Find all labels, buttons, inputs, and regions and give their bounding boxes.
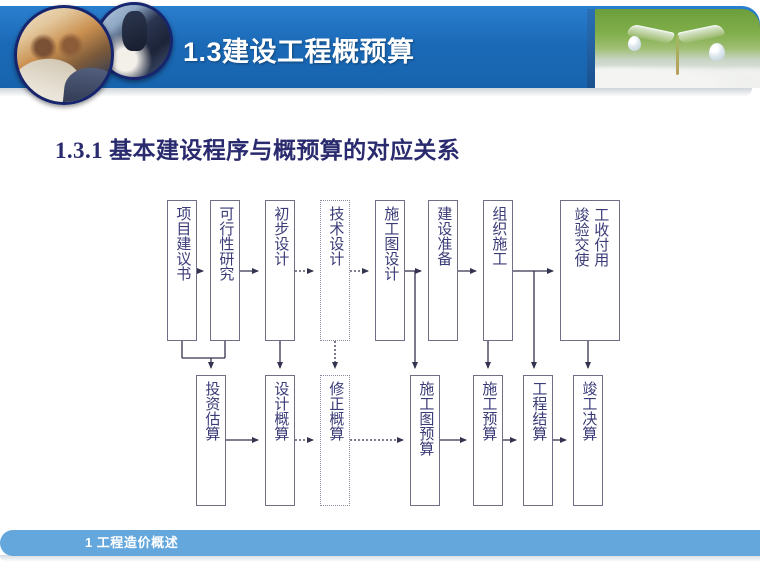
flow-node-technical-design[interactable]: 技术设计 [320,200,350,341]
flow-node-label: 建设准备 [435,206,452,266]
footer-bar [0,530,760,556]
seedling-photo [595,9,760,88]
flow-node-completion-final-account[interactable]: 竣工决算 [573,375,603,506]
flow-node-preliminary-design[interactable]: 初步设计 [265,200,295,341]
flow-node-label: 竣工决算 [580,381,597,441]
flow-node-feasibility-study[interactable]: 可行性研究 [210,200,240,341]
flow-node-label: 投资估算 [203,381,220,441]
flow-node-construction-preparation[interactable]: 建设准备 [428,200,458,341]
page-title: 1.3建设工程概预算 [183,37,415,67]
footer-chapter-number: 1 [85,535,93,550]
flow-node-label: 可行性研究 [217,206,234,281]
flow-node-label: 初步设计 [272,206,289,266]
flow-node-label: 组织施工 [490,206,507,266]
banner-divider-strip [587,9,595,88]
footer-label: 1 工程造价概述 [85,532,178,551]
header-shadow [0,88,752,97]
flow-node-project-proposal[interactable]: 项目建议书 [167,200,197,341]
process-flowchart: 项目建议书 可行性研究 初步设计 技术设计 施工图设计 建设准备 组织施工 竣验… [167,200,620,506]
flow-node-label: 施工图预算 [417,381,434,456]
dew-drop-icon [708,43,725,61]
flow-node-organize-construction[interactable]: 组织施工 [483,200,513,341]
flow-node-label-col2: 工收付用 [592,207,609,267]
flow-node-completion-acceptance-delivery-use[interactable]: 竣验交使 工收付用 [560,200,620,341]
flow-node-label: 项目建议书 [174,206,191,281]
stem-icon [675,34,679,76]
dew-drop-icon [628,36,641,52]
flow-node-revised-budget-estimate[interactable]: 修正概算 [320,375,350,506]
flow-node-investment-estimate[interactable]: 投资估算 [196,375,226,506]
flow-node-project-settlement[interactable]: 工程结算 [523,375,553,506]
flow-node-construction-budget[interactable]: 施工预算 [473,375,503,506]
business-people-photo [14,5,114,105]
flow-node-label-col1: 竣验交使 [572,207,589,267]
flow-node-label: 工程结算 [530,381,547,441]
flow-node-design-budget-estimate[interactable]: 设计概算 [265,375,295,506]
flowchart-connectors [181,268,591,443]
footer-shadow [0,555,760,562]
flow-node-label: 施工图设计 [382,206,399,281]
flow-node-drawing-budget[interactable]: 施工图预算 [410,375,440,506]
flow-node-construction-drawing-design[interactable]: 施工图设计 [375,200,405,341]
flow-node-label: 修正概算 [327,381,344,441]
section-subtitle: 1.3.1 基本建设程序与概预算的对应关系 [55,138,461,163]
flow-node-label: 施工预算 [480,381,497,441]
footer-chapter-title: 工程造价概述 [96,535,179,550]
flow-node-label: 设计概算 [272,381,289,441]
flow-node-label: 技术设计 [327,206,344,266]
